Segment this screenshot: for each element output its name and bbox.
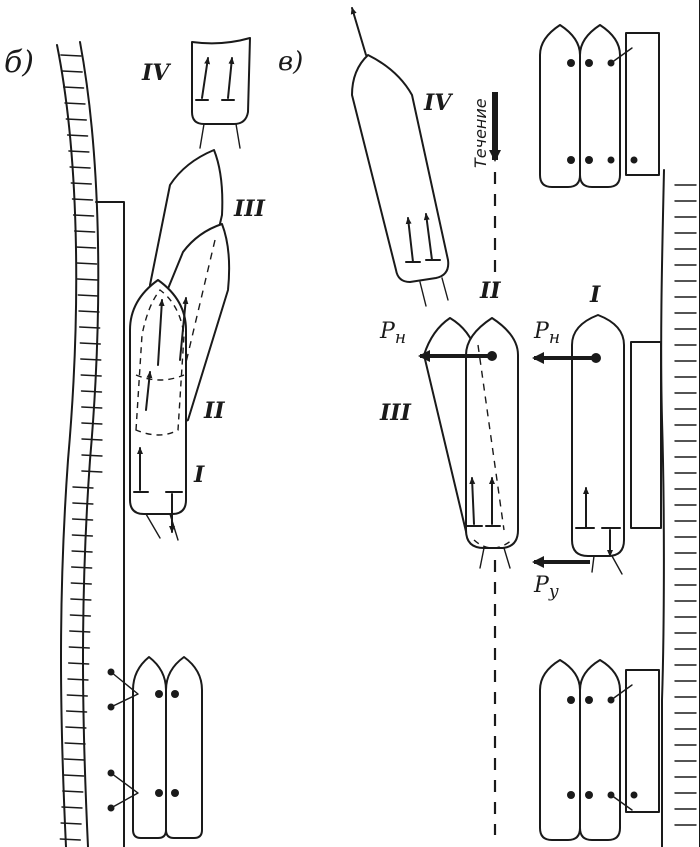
bank-hatch-tick [81, 406, 103, 409]
bank-hatch-tick [68, 646, 91, 649]
panel-b: б) IV в) [4, 37, 303, 847]
bank-hatch-tick [74, 246, 97, 249]
bank-hatch-tick [81, 454, 103, 457]
bank-hatch-tick [69, 614, 92, 617]
panel-v: Течение IV III [350, 0, 700, 847]
label-b-III: III [233, 196, 266, 222]
quay-wall [95, 201, 125, 847]
bank-hatch-tick [62, 790, 84, 793]
ship-v-I: I Рн Ру [532, 282, 625, 602]
moored-barges-bottom [539, 659, 660, 841]
bank-hatch-tick [80, 358, 102, 361]
bank-hatch-tick [81, 470, 103, 473]
bank-hatch-tick [70, 182, 93, 185]
bank-hatch-tick [78, 310, 100, 313]
bank-hatch-tick [65, 726, 87, 729]
bank-hatch-tick [63, 758, 86, 761]
panel-b-label: б) [4, 45, 34, 80]
bank-hatch-tick [75, 262, 98, 265]
label-v-IV: IV [423, 90, 453, 116]
moored-barges-top [539, 24, 660, 188]
bank-hatch-tick [76, 278, 99, 281]
bank-hatch-tick [71, 550, 93, 553]
bank-hatch-tick [62, 774, 85, 777]
bank-hatch-tick [72, 214, 95, 217]
left-bank [56, 41, 103, 847]
ship-v-II: II Рн [379, 278, 519, 569]
bank-hatch-tick [80, 390, 103, 393]
bank-hatch-tick [81, 422, 103, 425]
bank-hatch-tick [62, 86, 85, 89]
bank-hatch-tick [66, 694, 89, 697]
bank-hatch-tick [67, 678, 89, 681]
bank-hatch-tick [70, 566, 93, 569]
bank-hatch-tick [60, 54, 82, 57]
label-b-I: I [193, 462, 205, 488]
bank-hatch-tick [71, 534, 94, 537]
bank-hatch-tick [60, 822, 82, 825]
quay-block-v [630, 341, 662, 529]
right-bank [660, 0, 700, 847]
label-b-IV: IV [141, 60, 171, 86]
bank-hatch-tick [69, 630, 91, 633]
bank-hatch-tick [64, 742, 86, 745]
moored-barges-b [107, 656, 203, 839]
bank-hatch-tick [71, 518, 94, 521]
bank-hatch-tick [79, 342, 102, 345]
ship-b-IV: IV [141, 37, 251, 149]
bank-hatch-tick [69, 166, 91, 169]
label-v-III: III [379, 400, 412, 426]
ship-b-I: I [129, 279, 205, 541]
label-b-II: II [203, 398, 225, 424]
panel-v-label: в) [278, 47, 303, 77]
bank-hatch-tick [64, 102, 86, 105]
label-v-I: I [589, 282, 601, 308]
label-v-II: II [479, 278, 501, 304]
force-pn-right: Рн [533, 319, 560, 348]
bank-hatch-tick [70, 598, 92, 601]
bank-hatch-tick [77, 294, 100, 297]
bank-hatch-tick [72, 486, 94, 489]
force-pn-left: Рн [379, 319, 406, 348]
bank-hatch-tick [59, 838, 82, 841]
bank-hatch-tick [65, 710, 88, 713]
current-label: Течение [471, 98, 490, 168]
bank-hatch-tick [70, 582, 93, 585]
bank-hatch-tick [73, 230, 96, 233]
bank-hatch-tick [68, 150, 90, 153]
bank-hatch-tick [65, 118, 88, 121]
bank-hatch-tick [78, 326, 101, 329]
bank-hatch-tick [71, 198, 94, 201]
bank-hatch-tick [61, 70, 83, 73]
force-pu: Ру [533, 573, 559, 602]
bank-hatch-tick [66, 134, 89, 137]
bank-hatch-tick [80, 374, 102, 377]
bank-hatch-tick [61, 806, 83, 809]
ship-v-IV: IV [350, 7, 453, 307]
bank-hatch-tick [81, 438, 103, 441]
bank-hatch-tick [67, 662, 90, 665]
bank-hatch-tick [72, 502, 94, 505]
